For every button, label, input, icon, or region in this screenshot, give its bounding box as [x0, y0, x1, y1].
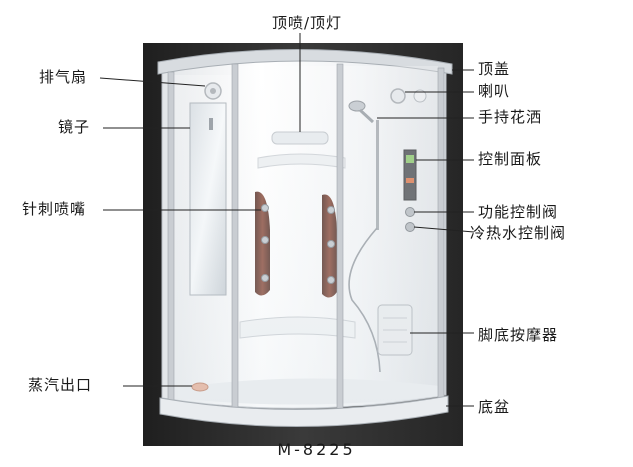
frame-post — [231, 63, 239, 413]
label-steam-outlet: 蒸汽出口 — [28, 376, 93, 394]
frame-post — [437, 67, 445, 407]
glass-panel — [236, 66, 340, 410]
label-control-panel: 控制面板 — [478, 150, 543, 168]
label-function-valve: 功能控制阀 — [478, 203, 559, 221]
label-needle-jets: 针刺喷嘴 — [22, 200, 87, 218]
label-foot-massager: 脚底按摩器 — [478, 326, 559, 344]
label-mirror: 镜子 — [58, 118, 91, 136]
label-top-spray: 顶喷/顶灯 — [272, 14, 343, 32]
frame-post — [167, 71, 175, 405]
leader-lines — [99, 33, 475, 407]
frame-post — [336, 63, 344, 413]
label-handheld-shower: 手持花洒 — [478, 108, 543, 126]
glass-panel — [342, 66, 438, 406]
label-exhaust-fan: 排气扇 — [39, 68, 88, 86]
glass-panel — [172, 75, 234, 405]
base-tray — [159, 395, 449, 427]
label-hot-cold-valve: 冷热水控制阀 — [470, 224, 567, 242]
model-number: M-8225 — [277, 440, 356, 459]
leader-hot-cold-valve — [413, 226, 475, 233]
label-top-cover: 顶盖 — [478, 60, 511, 78]
label-speaker: 喇叭 — [478, 82, 511, 100]
label-base-tray: 底盆 — [478, 398, 511, 416]
leader-exhaust-fan — [99, 77, 206, 87]
top-cover — [157, 49, 453, 75]
